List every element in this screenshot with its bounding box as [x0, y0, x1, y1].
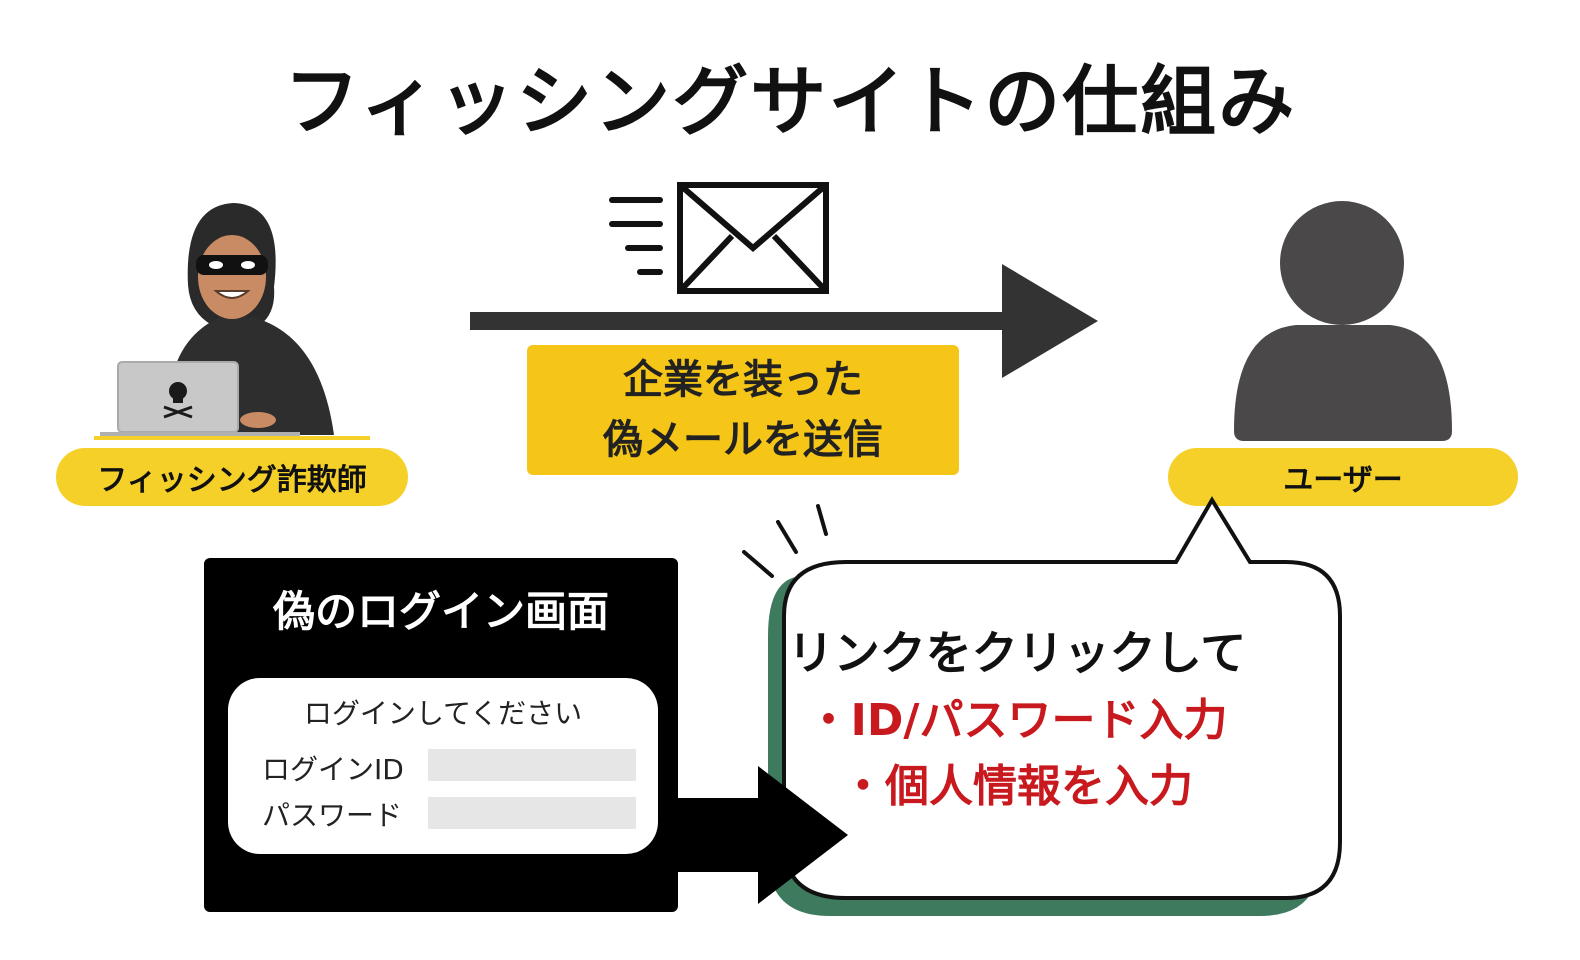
- password-label: パスワード: [262, 799, 403, 832]
- speech-bubble: [768, 496, 1342, 916]
- user-label: ユーザー: [1168, 448, 1518, 506]
- bubble-main-line: リンクをクリックして: [787, 626, 1247, 680]
- send-arrow: [470, 264, 1098, 378]
- password-field[interactable]: [428, 797, 636, 829]
- login-id-label: ログインID: [262, 753, 404, 786]
- email-note-line1: 企業を装った: [623, 357, 863, 403]
- diagram-title: フィッシングサイトの仕組み: [283, 57, 1297, 146]
- bubble-item-credentials: ・ID/パスワード入力: [806, 695, 1228, 746]
- bubble-item-personal-info: ・個人情報を入力: [841, 761, 1193, 812]
- phisher-label: フィッシング詐欺師: [56, 448, 408, 506]
- fake-login-title: 偽のログイン画面: [272, 587, 609, 636]
- hacker-illustration: [94, 203, 370, 440]
- speech-bubble-text: リンクをクリックして ・ID/パスワード入力 ・個人情報を入力: [782, 618, 1252, 820]
- email-note-line2: 偽メールを送信: [603, 417, 883, 463]
- login-id-field[interactable]: [428, 749, 636, 781]
- email-note: 企業を装った 偽メールを送信: [527, 345, 959, 475]
- attention-lines: [742, 504, 828, 578]
- login-prompt: ログインしてください: [303, 697, 583, 730]
- click-arrow: [676, 766, 848, 904]
- user-icon: [1234, 201, 1452, 441]
- envelope-icon: [609, 182, 829, 294]
